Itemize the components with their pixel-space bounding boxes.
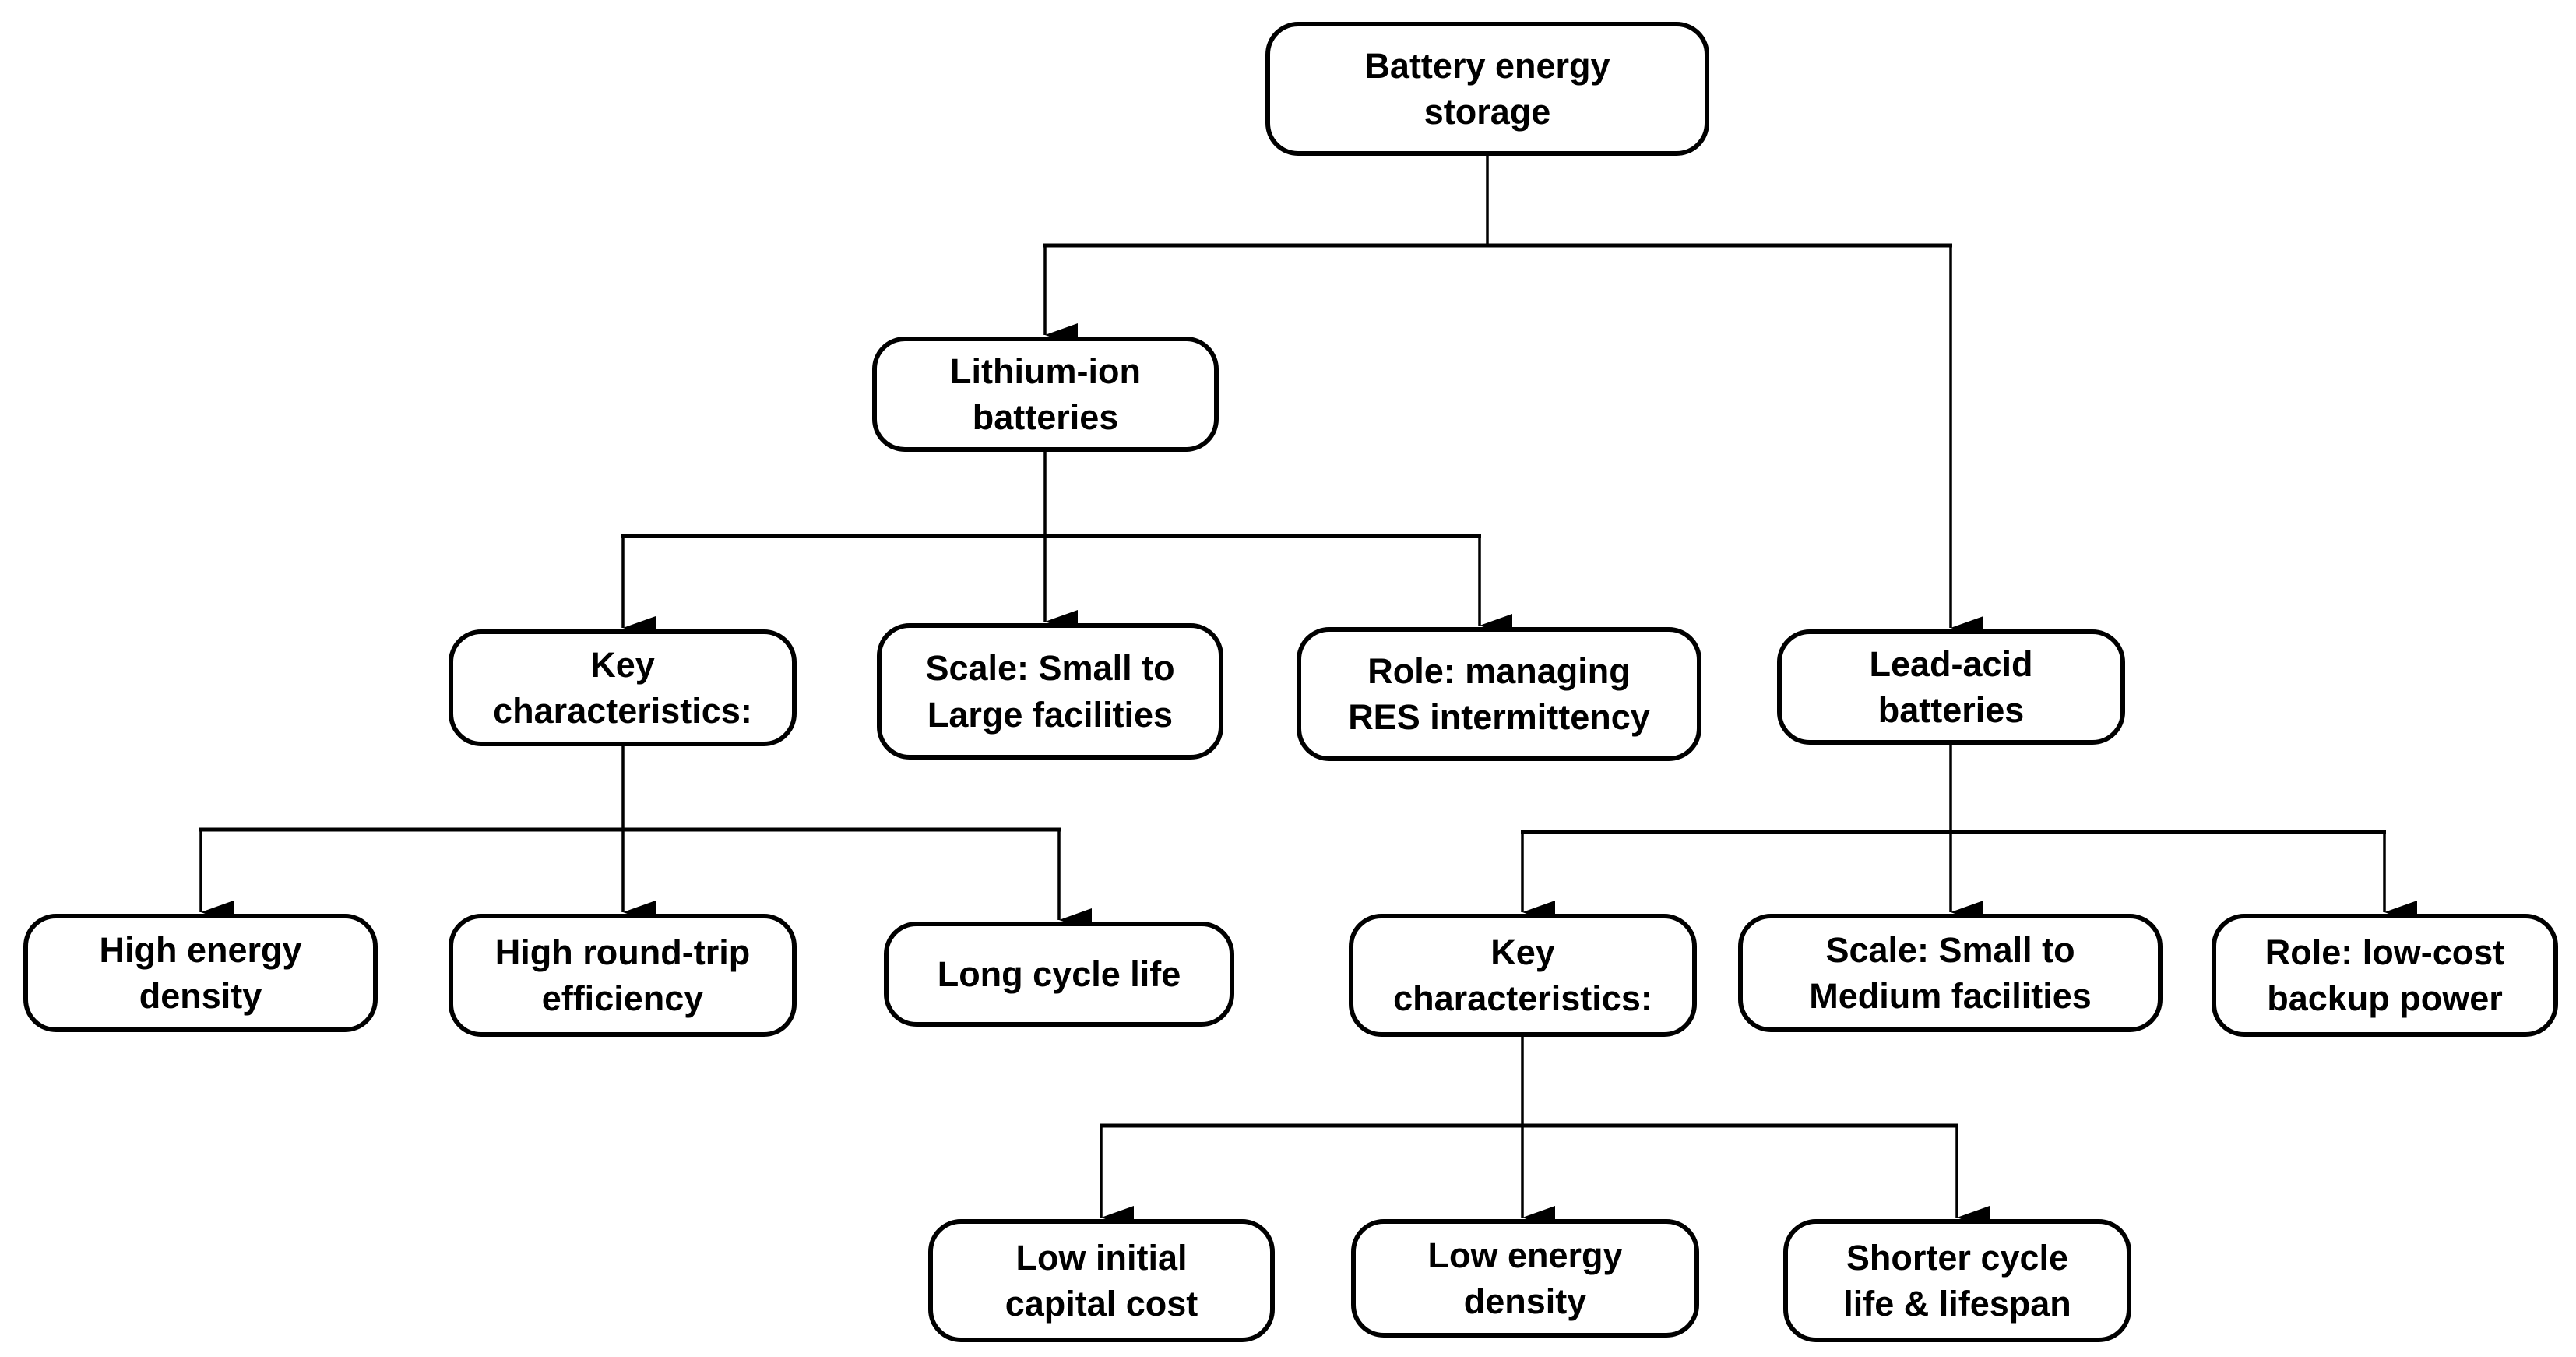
node-high-energy-density: High energy density	[23, 914, 378, 1032]
node-long-cycle-life: Long cycle life	[884, 922, 1234, 1027]
node-li-role-managing-res: Role: managing RES intermittency	[1297, 627, 1701, 761]
node-lithium-ion-batteries: Lithium-ion batteries	[872, 337, 1219, 452]
node-pb-role-low-cost-backup: Role: low-cost backup power	[2212, 914, 2558, 1037]
node-pb-scale-small-to-medium: Scale: Small to Medium facilities	[1738, 914, 2163, 1032]
node-li-scale-small-to-large: Scale: Small to Large facilities	[877, 623, 1223, 760]
node-pb-key-characteristics: Key characteristics:	[1349, 914, 1697, 1037]
node-li-key-characteristics: Key characteristics:	[449, 629, 797, 746]
node-shorter-cycle-life-lifespan: Shorter cycle life & lifespan	[1783, 1219, 2131, 1342]
node-low-initial-capital-cost: Low initial capital cost	[928, 1219, 1275, 1342]
node-battery-energy-storage: Battery energy storage	[1265, 22, 1709, 156]
node-high-round-trip-efficiency: High round-trip efficiency	[449, 914, 797, 1037]
node-lead-acid-batteries: Lead-acid batteries	[1777, 629, 2125, 745]
node-low-energy-density: Low energy density	[1351, 1219, 1699, 1338]
